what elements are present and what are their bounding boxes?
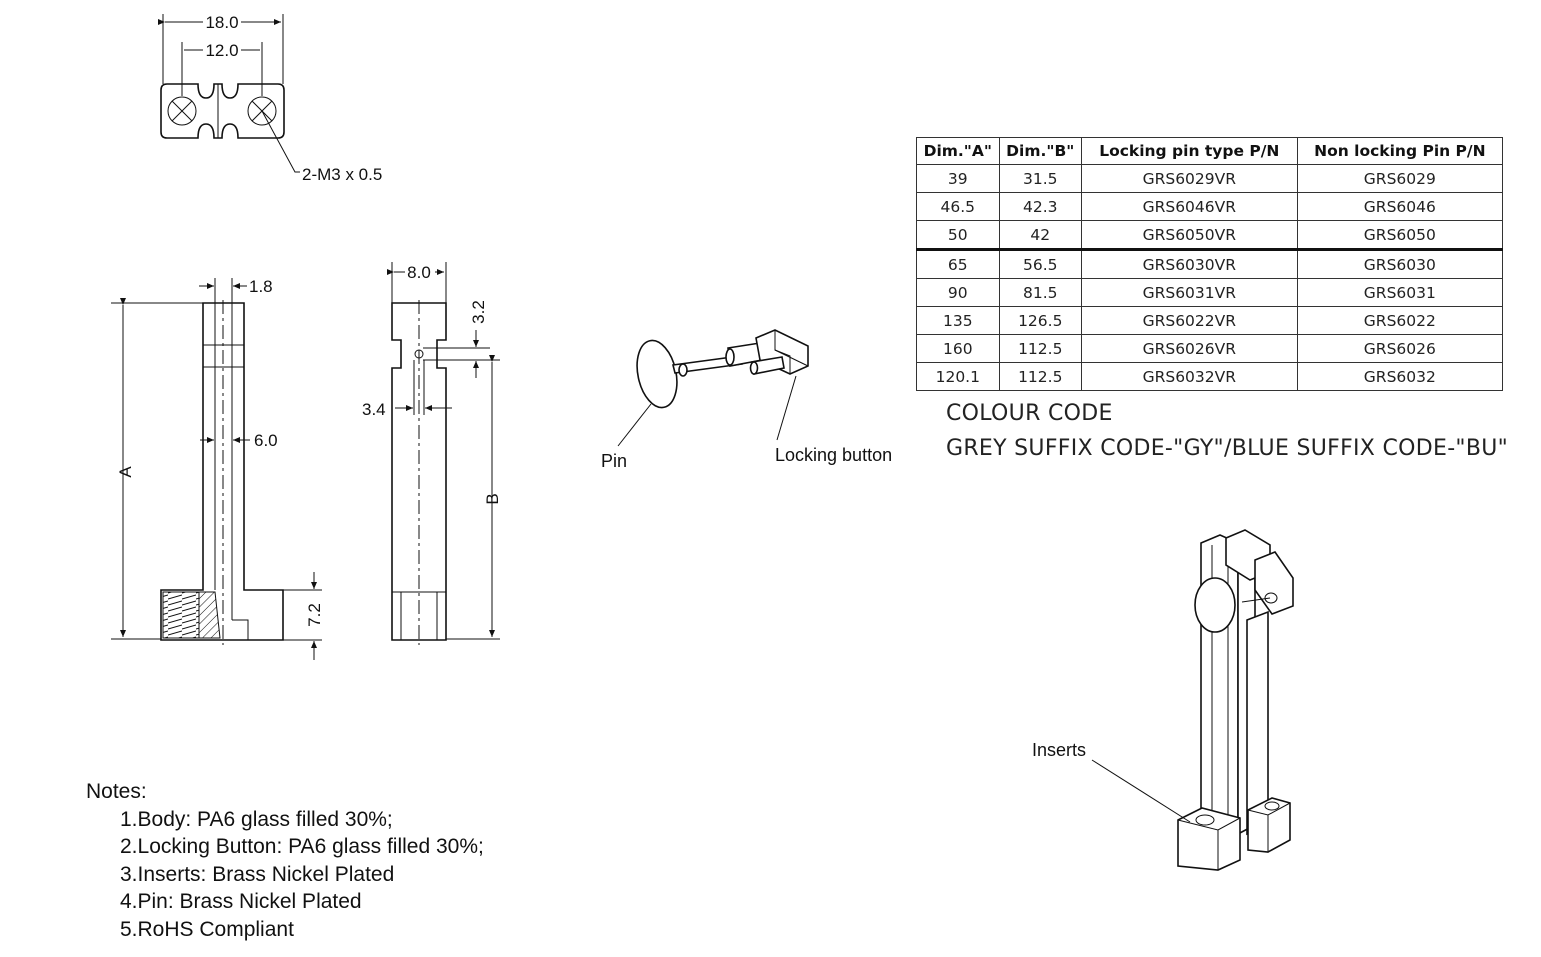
cell-non-locking-pn: GRS6031 bbox=[1296, 278, 1504, 307]
notes-block: Notes: 1.Body: PA6 glass filled 30%; 2.L… bbox=[86, 778, 484, 943]
table-row: 120.1 112.5 GRS6032VR GRS6032 bbox=[916, 362, 1504, 391]
dim-side-width: 8.0 bbox=[407, 263, 431, 282]
colour-code-title: COLOUR CODE bbox=[946, 401, 1113, 426]
cell-locking-pn: GRS6030VR bbox=[1080, 248, 1298, 279]
table-row: 46.5 42.3 GRS6046VR GRS6046 bbox=[916, 192, 1504, 221]
dim-slot-width: 1.8 bbox=[249, 277, 273, 296]
cell-non-locking-pn: GRS6032 bbox=[1296, 362, 1504, 391]
header-locking-pn: Locking pin type P/N bbox=[1080, 137, 1298, 165]
front-view-body bbox=[160, 302, 284, 641]
cell-dim-b: 42 bbox=[998, 220, 1082, 250]
side-view: 8.0 3.2 3.4 B bbox=[362, 262, 502, 645]
cell-dim-a: 65 bbox=[916, 248, 1000, 279]
cell-dim-b: 56.5 bbox=[998, 248, 1082, 279]
pin-detail: Pin Locking button bbox=[601, 329, 892, 471]
table-row: 135 126.5 GRS6022VR GRS6022 bbox=[916, 306, 1504, 335]
table-row: 50 42 GRS6050VR GRS6050 bbox=[916, 220, 1504, 250]
dim-hole-pitch: 12.0 bbox=[205, 41, 238, 60]
iso-pin-head bbox=[1194, 577, 1236, 633]
dim-notch-height: 3.2 bbox=[469, 300, 488, 324]
threaded-insert bbox=[162, 591, 200, 639]
cell-dim-b: 81.5 bbox=[998, 278, 1082, 307]
top-view-body bbox=[160, 83, 285, 139]
dim-slot-depth: 6.0 bbox=[254, 431, 278, 450]
cell-dim-a: 90 bbox=[916, 278, 1000, 307]
note-item: 1.Body: PA6 glass filled 30%; bbox=[120, 807, 393, 831]
cell-dim-a: 50 bbox=[916, 220, 1000, 250]
pin-label: Pin bbox=[601, 451, 627, 471]
cell-non-locking-pn: GRS6046 bbox=[1296, 192, 1504, 221]
notes-heading: Notes: bbox=[86, 780, 147, 803]
front-view: A 1.8 6.0 7.2 bbox=[111, 277, 324, 660]
cell-locking-pn: GRS6050VR bbox=[1080, 220, 1298, 250]
thread-callout: 2-M3 x 0.5 bbox=[302, 165, 382, 184]
cell-locking-pn: GRS6031VR bbox=[1080, 278, 1298, 307]
header-dim-b: Dim."B" bbox=[998, 137, 1082, 165]
table-row: 160 112.5 GRS6026VR GRS6026 bbox=[916, 334, 1504, 363]
cell-dim-a: 160 bbox=[916, 334, 1000, 363]
cell-non-locking-pn: GRS6050 bbox=[1296, 220, 1504, 250]
dim-length-b: B bbox=[483, 493, 502, 504]
cell-non-locking-pn: GRS6029 bbox=[1296, 164, 1504, 193]
cell-locking-pn: GRS6032VR bbox=[1080, 362, 1298, 391]
iso-insert-block bbox=[1177, 807, 1241, 871]
table-row: 39 31.5 GRS6029VR GRS6029 bbox=[916, 164, 1504, 193]
cell-dim-b: 112.5 bbox=[998, 362, 1082, 391]
cell-non-locking-pn: GRS6022 bbox=[1296, 306, 1504, 335]
dim-base-height: 7.2 bbox=[305, 603, 324, 627]
top-view: 18.0 12.0 2-M3 x 0.5 bbox=[158, 13, 382, 184]
header-dim-a: Dim."A" bbox=[916, 137, 1000, 165]
cell-dim-b: 42.3 bbox=[998, 192, 1082, 221]
cell-locking-pn: GRS6029VR bbox=[1080, 164, 1298, 193]
cell-dim-b: 112.5 bbox=[998, 334, 1082, 363]
cell-dim-a: 46.5 bbox=[916, 192, 1000, 221]
table-row: 65 56.5 GRS6030VR GRS6030 bbox=[916, 248, 1504, 279]
cell-non-locking-pn: GRS6026 bbox=[1296, 334, 1504, 363]
side-view-body bbox=[391, 302, 447, 641]
cell-locking-pn: GRS6022VR bbox=[1080, 306, 1298, 335]
mount-hole-left bbox=[167, 96, 197, 126]
cell-dim-a: 39 bbox=[916, 164, 1000, 193]
note-item: 2.Locking Button: PA6 glass filled 30%; bbox=[120, 835, 484, 858]
cell-non-locking-pn: GRS6030 bbox=[1296, 248, 1504, 279]
dim-hole-offset: 3.4 bbox=[362, 400, 386, 419]
dim-overall-width: 18.0 bbox=[205, 13, 238, 32]
isometric-view: Inserts bbox=[1032, 529, 1294, 871]
cell-dim-b: 126.5 bbox=[998, 306, 1082, 335]
part-number-table: Dim."A" Dim."B" Locking pin type P/N Non… bbox=[916, 137, 1504, 391]
cell-dim-a: 135 bbox=[916, 306, 1000, 335]
table-row: 90 81.5 GRS6031VR GRS6031 bbox=[916, 278, 1504, 307]
note-item: 4.Pin: Brass Nickel Plated bbox=[120, 890, 362, 913]
mount-hole-right bbox=[247, 96, 277, 126]
note-item: 3.Inserts: Brass Nickel Plated bbox=[120, 862, 395, 886]
colour-code-text: GREY SUFFIX CODE-"GY"/BLUE SUFFIX CODE-"… bbox=[946, 436, 1509, 461]
note-item: 5.RoHS Compliant bbox=[120, 917, 294, 941]
cell-dim-b: 31.5 bbox=[998, 164, 1082, 193]
cell-locking-pn: GRS6026VR bbox=[1080, 334, 1298, 363]
inserts-label: Inserts bbox=[1032, 740, 1086, 760]
table-header-row: Dim."A" Dim."B" Locking pin type P/N Non… bbox=[916, 137, 1504, 165]
cell-locking-pn: GRS6046VR bbox=[1080, 192, 1298, 221]
pin-head bbox=[636, 339, 678, 409]
locking-button-label: Locking button bbox=[775, 445, 892, 465]
header-non-locking-pn: Non locking Pin P/N bbox=[1296, 137, 1504, 165]
cell-dim-a: 120.1 bbox=[916, 362, 1000, 391]
dim-length-a: A bbox=[116, 466, 135, 478]
